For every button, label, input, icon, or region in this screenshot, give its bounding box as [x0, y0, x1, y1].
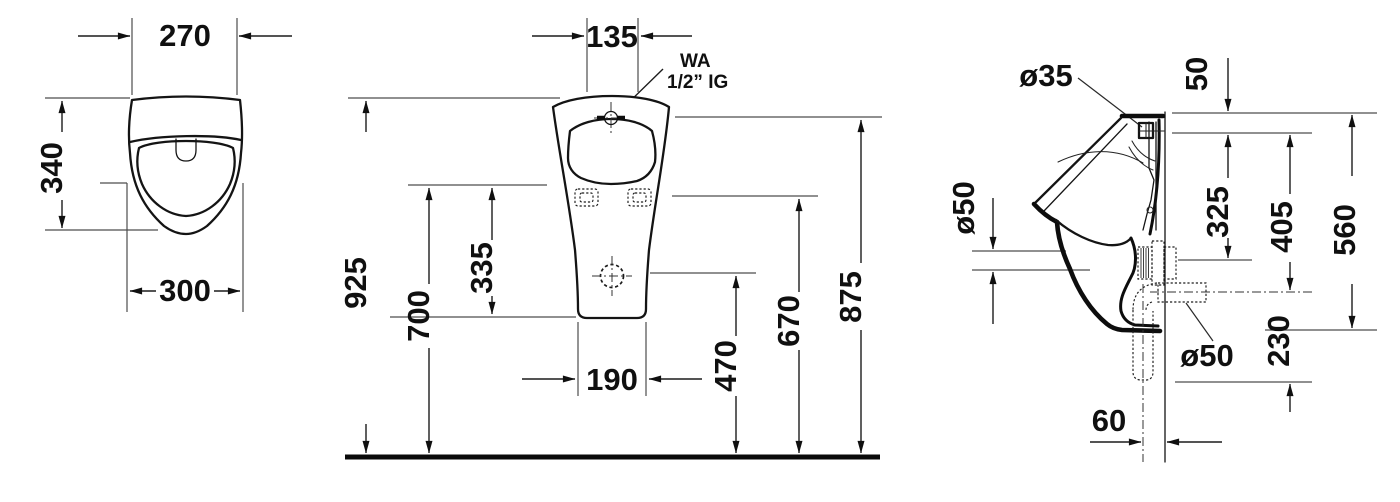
side-view-dimension-lines: [972, 58, 1377, 446]
urinal-front-outline: [551, 94, 671, 320]
front-lip: [1031, 201, 1060, 225]
dim-label-560: 560: [1327, 204, 1362, 256]
side-view: ø35 50 ø50 325 405 560 230 ø50 60: [946, 57, 1377, 463]
trap-section: [1119, 236, 1160, 328]
inlet-note-size: 1/2” IG: [667, 72, 728, 93]
rim-outer-slope: [1032, 116, 1123, 206]
inlet-note-wa: WA: [680, 51, 711, 72]
dim-label-135: 135: [586, 19, 638, 54]
rim-inner-slope: [1043, 123, 1128, 212]
dim-label-925: 925: [338, 257, 373, 309]
dim-label-700: 700: [401, 290, 436, 342]
dim-label-340: 340: [34, 142, 69, 194]
inlet-dia-leader: [1077, 77, 1143, 128]
dim-label-875: 875: [833, 271, 868, 323]
dim-label-50: 50: [1179, 57, 1214, 91]
dim-label-dia35: ø35: [1019, 58, 1072, 93]
urinal-side-section: [1031, 111, 1314, 463]
body-front-edge: [1054, 219, 1163, 334]
fixing-hole-mark: [1146, 206, 1154, 214]
back-shell-edge: [1148, 118, 1161, 236]
inner-back-curve: [1057, 151, 1144, 164]
basin-opening: [136, 139, 236, 218]
dim-label-325: 325: [1200, 186, 1235, 238]
water-inlet-mark: [594, 102, 628, 134]
dim-label-335: 335: [464, 242, 499, 294]
top-view: 270 340 300: [34, 18, 292, 312]
dim-label-270: 270: [159, 18, 211, 53]
basin-opening-front: [566, 117, 657, 186]
body-outer-edge: [551, 94, 671, 320]
dim-label-60: 60: [1092, 403, 1126, 438]
spray-outlet-left: [574, 188, 599, 207]
flush-spreader-tab: [175, 138, 197, 162]
bowl-outer-edge: [127, 95, 244, 236]
dim-label-dia50-outlet: ø50: [1180, 338, 1233, 373]
rim-inner-line: [128, 134, 243, 144]
dim-label-300: 300: [159, 273, 211, 308]
front-view: 135 WA 1/2” IG 925 700 335 190 470 670 8…: [338, 18, 882, 460]
drain-hole-mark: [592, 256, 632, 296]
spray-outlet-right: [627, 188, 652, 207]
outlet-elbow-pipe: [1132, 282, 1314, 462]
flush-channel-steps: [1142, 167, 1155, 231]
outlet-dia-leader: [1185, 302, 1214, 342]
dim-label-405: 405: [1264, 201, 1299, 253]
urinal-top-outline: [127, 95, 244, 236]
bowl-interior: [1054, 218, 1133, 247]
drain-spigot-assembly: [1137, 240, 1177, 286]
top-view-dimension-lines: [45, 18, 292, 312]
dim-label-470: 470: [708, 340, 743, 392]
dim-label-230: 230: [1261, 315, 1296, 367]
dim-label-670: 670: [771, 295, 806, 347]
dim-label-dia50-left: ø50: [946, 181, 981, 234]
front-view-dimension-lines: [348, 18, 882, 454]
dim-label-190: 190: [586, 362, 638, 397]
